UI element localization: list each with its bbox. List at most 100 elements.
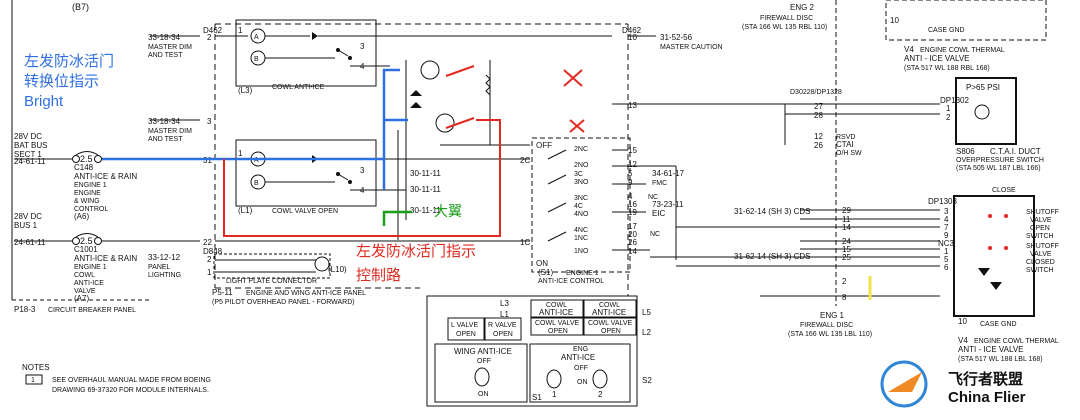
circuit-breaker-panel: (B7) 28V DC BAT BUS SECT 1 24-61-11 2.5 … [11, 0, 150, 314]
module-l1: 1 A B 3 4 (L1) COWL VALVE OPEN 30-11-11 … [215, 139, 441, 215]
switch-blade-3 [547, 174, 567, 185]
v4-top-box [885, 0, 1047, 41]
watermark-logo: 飞行者联盟 China Flier [880, 360, 1026, 408]
cowl-valve-open-d: OPEN [601, 328, 621, 335]
l1-pin-1: 1 [238, 149, 243, 158]
annotations: 左发防冰活门 转换位指示 Bright 大翼 左发防冰活门指示 控制路 [24, 53, 585, 284]
d30228-label: D30228/DP1328 [790, 89, 842, 96]
sta-s806: (STA 505 WL 187 LBL 166) [956, 165, 1041, 172]
indicator-cowl-valve-open-1 [530, 317, 584, 336]
contact-3c: 3C [574, 171, 583, 178]
ovp-label: OVERPRESSURE SWITCH [956, 157, 1044, 164]
duct-label: C.T.A.I. DUCT [990, 147, 1041, 156]
anti-ice-b: ANTI-ICE [74, 280, 104, 287]
engine1-a: ENGINE 1 [74, 182, 107, 189]
contact-1nc: 1NC [574, 235, 588, 242]
eng1-toggle-switch[interactable] [546, 369, 562, 389]
p5-desc1: ENGINE AND WING ANTI-ICE PANEL [246, 290, 366, 297]
a7-label: (A7) [74, 294, 89, 303]
contact-1no: 1NO [574, 248, 589, 255]
indicator-cowl-anti-ice-2 [583, 299, 637, 318]
b7-label: (B7) [72, 2, 89, 12]
eng2-toggle-switch[interactable] [592, 369, 608, 389]
ref-33-18-34-b: 33-18-34 [148, 117, 181, 126]
rsvd-label: RSVD [836, 134, 855, 141]
red-annotation-line2: 控制路 [356, 267, 401, 284]
v4-bottom-label: V4 [958, 336, 968, 345]
cowl-valve-open-c: COWL VALVE [588, 320, 633, 327]
center-row-2: 2 [842, 277, 847, 286]
mid-left-labels: 33-18-34 MASTER DIM AND TEST 33-18-34 MA… [148, 26, 366, 306]
anti-ice-rain-a: ANTI-ICE & RAIN [74, 172, 137, 181]
blue-annotation-line1: 左发防冰活门 [24, 53, 114, 70]
pin-22-label: 22 [203, 238, 212, 247]
ref-33-12-12: 33-12-12 [148, 253, 181, 262]
diode-lower [410, 102, 422, 108]
dp1303-pin4: 4 [944, 215, 949, 224]
s806-label: S806 [956, 147, 975, 156]
dp1303-pin6: 6 [944, 263, 949, 272]
bat-bus-label: BAT BUS [14, 141, 48, 150]
contact-3nc: 3NC [574, 195, 588, 202]
control-label: CONTROL [74, 206, 108, 213]
dc-bus-label: 28V DC [14, 212, 42, 221]
cowl-valve-open-b: OPEN [548, 328, 568, 335]
green-trace [382, 210, 412, 226]
breaker-c148-rating: 2.5 [80, 154, 93, 164]
diode-right-2 [990, 282, 1002, 290]
notes-number: 1 [31, 377, 35, 384]
p5-desc2: (P5 PILOT OVERHEAD PANEL - FORWARD) [212, 299, 355, 306]
contact-4nc: 4NC [574, 227, 588, 234]
fw-disc2-label: FIREWALL DISC [760, 15, 813, 22]
nc-label: NC [648, 194, 658, 201]
fw-disc1-label: FIREWALL DISC [800, 322, 853, 329]
r-valve-a: R VALVE [488, 322, 517, 329]
master-dim-b: MASTER DIM [148, 128, 192, 135]
switch-contact-red-3 [988, 246, 992, 250]
l1-pin-3: 3 [360, 166, 365, 175]
r-valve-b: OPEN [493, 331, 513, 338]
l1-title: COWL VALVE OPEN [272, 208, 338, 215]
breaker-c1001-terminal-b [94, 237, 102, 245]
switch-pin-16: 16 [628, 200, 637, 209]
anti-ice-valve-2: ANTI - ICE VALVE [958, 345, 1024, 354]
l1-bulb-b-label: B [254, 180, 259, 187]
red-x-1b [563, 69, 583, 87]
cowl-anti-ice-c: COWL [599, 302, 620, 309]
sta1-label: (STA 166 WL 135 LBL 110) [788, 331, 872, 338]
pin-2b-label: 2 [207, 255, 212, 264]
switch-1: SWITCH [1026, 233, 1054, 240]
cowl-thermal-2: ENGINE COWL THERMAL [974, 338, 1059, 345]
ref-73-23-11: 73-23-11 [652, 200, 684, 209]
right-components: 10 CASE GND V4 ENGINE COWL THERMAL ANTI … [885, 0, 1059, 363]
anti-ice-valve-1: ANTI - ICE VALVE [904, 54, 970, 63]
switch-s1: OFF ON 2C 1C 2NC 2NO 3C 3NO 3NC 4C 4NO 4… [520, 137, 631, 285]
pin-2-label: 2 [207, 33, 212, 42]
panel-l5: L5 [642, 308, 651, 317]
breaker-c1001-rating: 2.5 [80, 236, 93, 246]
l3-pin-3: 3 [360, 42, 365, 51]
engine-a: ENGINE [74, 190, 101, 197]
breaker-c148-arc [75, 151, 99, 156]
c1001-label: C1001 [74, 245, 98, 254]
v4-top-pin10: 10 [890, 16, 899, 25]
contact-3no: 3NO [574, 179, 589, 186]
d848-label: D848 [203, 247, 223, 256]
switch-pin-4: 4 [628, 192, 633, 201]
dp1303-pin1: 1 [944, 247, 949, 256]
and-test-a: AND TEST [148, 52, 183, 59]
red-x-2b [569, 119, 585, 133]
l3-label: (L3) [238, 86, 253, 95]
switch-on-label: ON [536, 259, 548, 268]
relay-network [215, 35, 612, 242]
dp1303-pin9: 9 [944, 231, 949, 240]
breaker-c148-terminal-a [72, 155, 80, 163]
dp1303-pin3: 3 [944, 207, 949, 216]
l-valve-b: OPEN [456, 331, 476, 338]
dp1303-pin7: 7 [944, 223, 949, 232]
dp1302-label: DP1302 [940, 96, 969, 105]
red-arrow-1 [445, 65, 475, 77]
valve-2: VALVE [1030, 251, 1052, 258]
wing-toggle-switch[interactable] [474, 367, 490, 387]
green-annotation: 大翼 [434, 203, 462, 219]
